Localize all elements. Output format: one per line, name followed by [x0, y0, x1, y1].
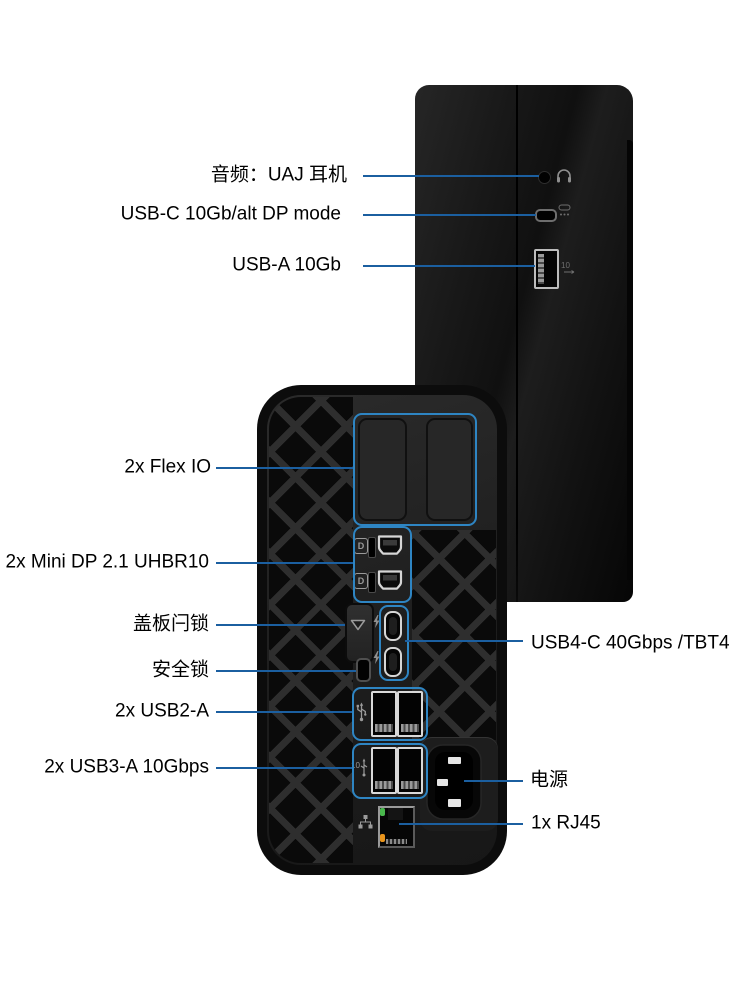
svg-text:10: 10 [351, 761, 360, 770]
callout-line-usb3 [216, 767, 352, 769]
kensington-lock-slot [356, 658, 371, 682]
usb-10-icon: 10 [561, 259, 579, 280]
callout-label-audio: 音频：UAJ 耳机 [210, 164, 347, 186]
cover-latch [345, 603, 374, 663]
usb-c-icon [558, 204, 572, 222]
callout-line-rj45 [399, 823, 523, 825]
latch-arrow-icon [350, 619, 366, 631]
ethernet-icon [358, 815, 373, 835]
vent-grille-left [269, 397, 353, 863]
callout-line-flex-io [216, 467, 353, 469]
callout-line-usb-c-front [363, 214, 536, 216]
flex-io-highlight-box [353, 413, 477, 526]
flex-io-blank-plate [426, 418, 473, 521]
thunderbolt-icon [372, 651, 381, 669]
callout-label-usb-a-front: USB-A 10Gb [232, 254, 341, 276]
callout-label-usb2: 2x USB2-A [115, 700, 209, 722]
callout-label-cover-latch: 盖板闩锁 [132, 613, 209, 635]
usb4-c-port [384, 611, 402, 641]
mini-dp-highlight-box [353, 526, 412, 603]
mini-dp-latch-slot [368, 537, 376, 558]
callout-line-power [464, 780, 523, 782]
callout-label-mini-dp: 2x Mini DP 2.1 UHBR10 [5, 551, 209, 573]
callout-label-rj45: 1x RJ45 [531, 812, 601, 834]
callout-line-usb4 [405, 640, 523, 642]
callout-line-mini-dp [216, 562, 353, 564]
rj45-contacts [386, 839, 407, 844]
callout-label-flex-io: 2x Flex IO [124, 456, 211, 478]
usb4-highlight-box [379, 605, 409, 681]
usb3-10-icon: 10 [351, 757, 368, 782]
usb4-c-port [384, 647, 402, 677]
headphone-icon [556, 168, 572, 188]
callout-label-usb3: 2x USB3-A 10Gbps [44, 756, 209, 778]
usb3-a-port [397, 747, 423, 794]
callout-label-power: 电源 [530, 769, 569, 791]
usb-a-tongue [538, 254, 544, 284]
mini-dp-port [377, 570, 403, 596]
callout-label-usb-c-front: USB-C 10Gb/alt DP mode [120, 203, 341, 225]
thunderbolt-icon [372, 615, 381, 633]
callout-label-security-lock: 安全锁 [151, 659, 209, 681]
chassis-seam [516, 85, 518, 602]
headphone-jack-port [538, 171, 551, 184]
rj45-clip [388, 808, 403, 820]
mini-dp-latch-slot [368, 572, 376, 593]
chassis-edge-highlight [627, 140, 633, 580]
callout-line-cover-latch [216, 624, 345, 626]
usb2-highlight-box [352, 687, 428, 741]
power-inlet [425, 743, 483, 826]
front-usb-c-port [535, 209, 557, 222]
callout-label-usb4: USB4-C 40Gbps /TBT4 [531, 632, 730, 654]
callout-line-audio [363, 175, 539, 177]
mini-dp-port [377, 535, 403, 561]
svg-text:10: 10 [561, 261, 570, 270]
usb2-a-port [371, 691, 397, 737]
usb2-a-port [397, 691, 423, 737]
usb3-highlight-box [352, 743, 428, 799]
rj45-orange-led [380, 834, 385, 842]
callout-line-usb2 [216, 711, 352, 713]
usb-trident-icon [355, 702, 368, 727]
flex-io-blank-plate [358, 418, 407, 521]
front-usb-a-port [534, 249, 559, 289]
callout-line-usb-a-front [363, 265, 535, 267]
callout-line-security-lock [216, 670, 356, 672]
usb3-a-port [371, 747, 397, 794]
rj45-green-led [380, 808, 385, 816]
